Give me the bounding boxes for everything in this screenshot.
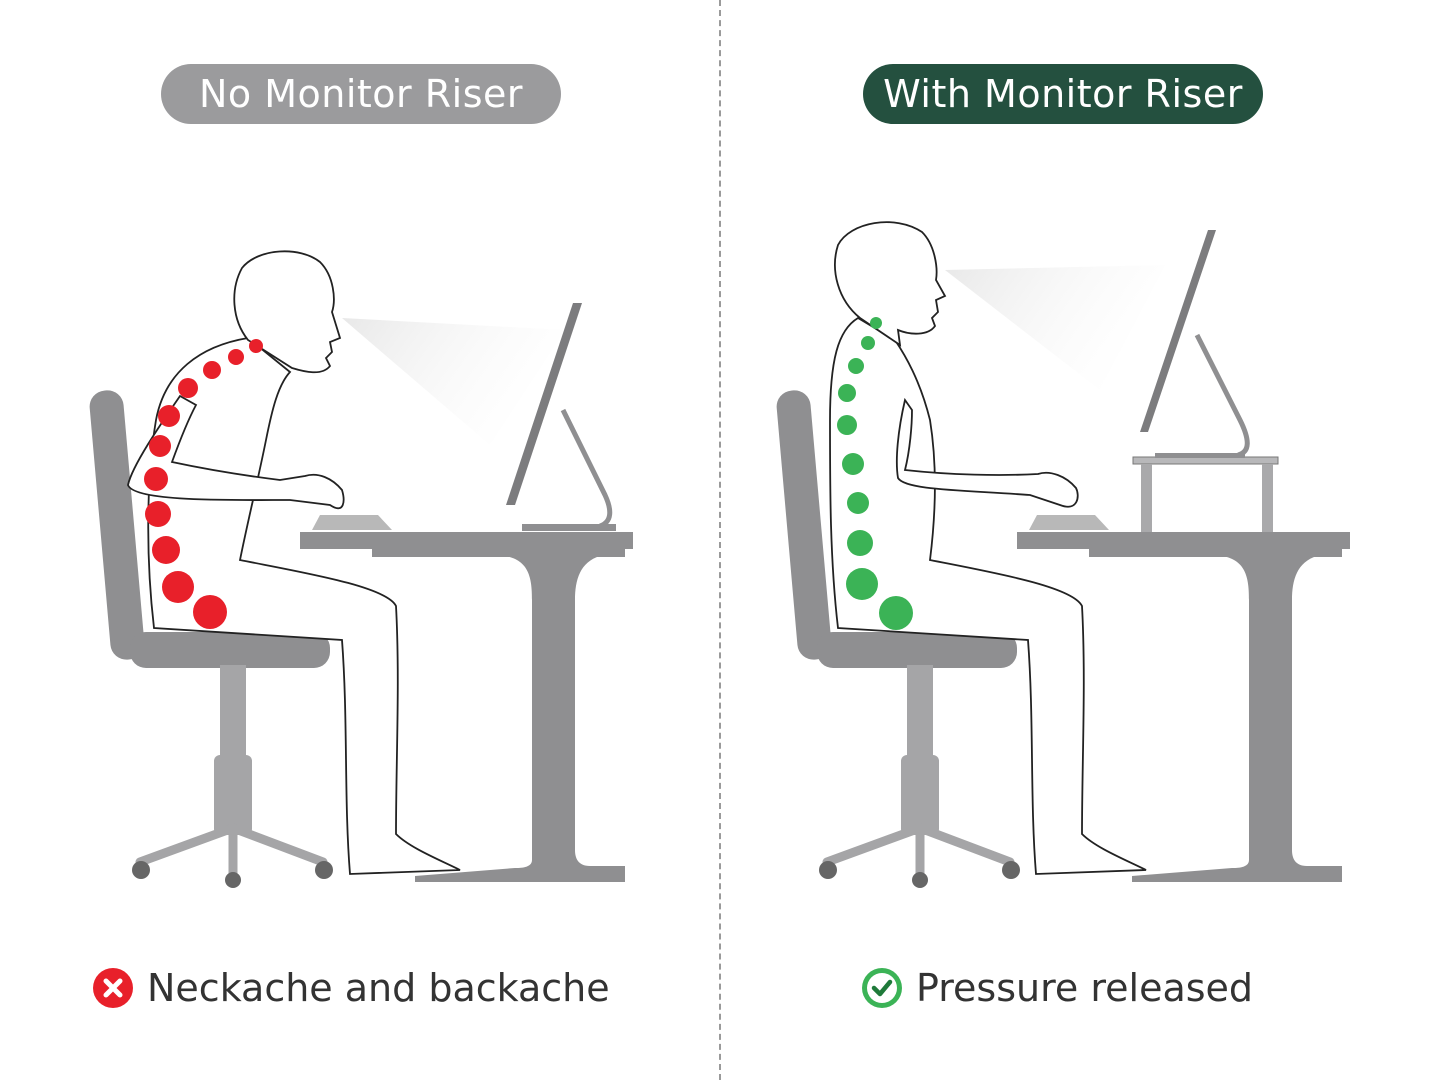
sight-line (342, 318, 565, 445)
caption-text: Neckache and backache (147, 966, 610, 1010)
monitor (506, 303, 616, 531)
with-riser-label: With Monitor Riser (863, 64, 1263, 124)
upright-person (829, 221, 1147, 875)
spine-pressure-dots (144, 339, 263, 629)
monitor (1140, 230, 1250, 458)
check-circle-icon (862, 968, 902, 1008)
hunched-person (127, 250, 461, 875)
left-scene (88, 250, 633, 888)
no-riser-label: No Monitor Riser (161, 64, 561, 124)
right-scene (775, 221, 1350, 888)
sight-line (945, 265, 1165, 390)
spine-relief-dots (837, 317, 913, 630)
x-circle-icon (93, 968, 133, 1008)
right-caption: Pressure released (862, 960, 1253, 1016)
dashed-divider (719, 0, 721, 1080)
caption-text: Pressure released (916, 966, 1254, 1010)
left-caption: Neckache and backache (93, 960, 610, 1016)
monitor-riser (1132, 456, 1279, 532)
